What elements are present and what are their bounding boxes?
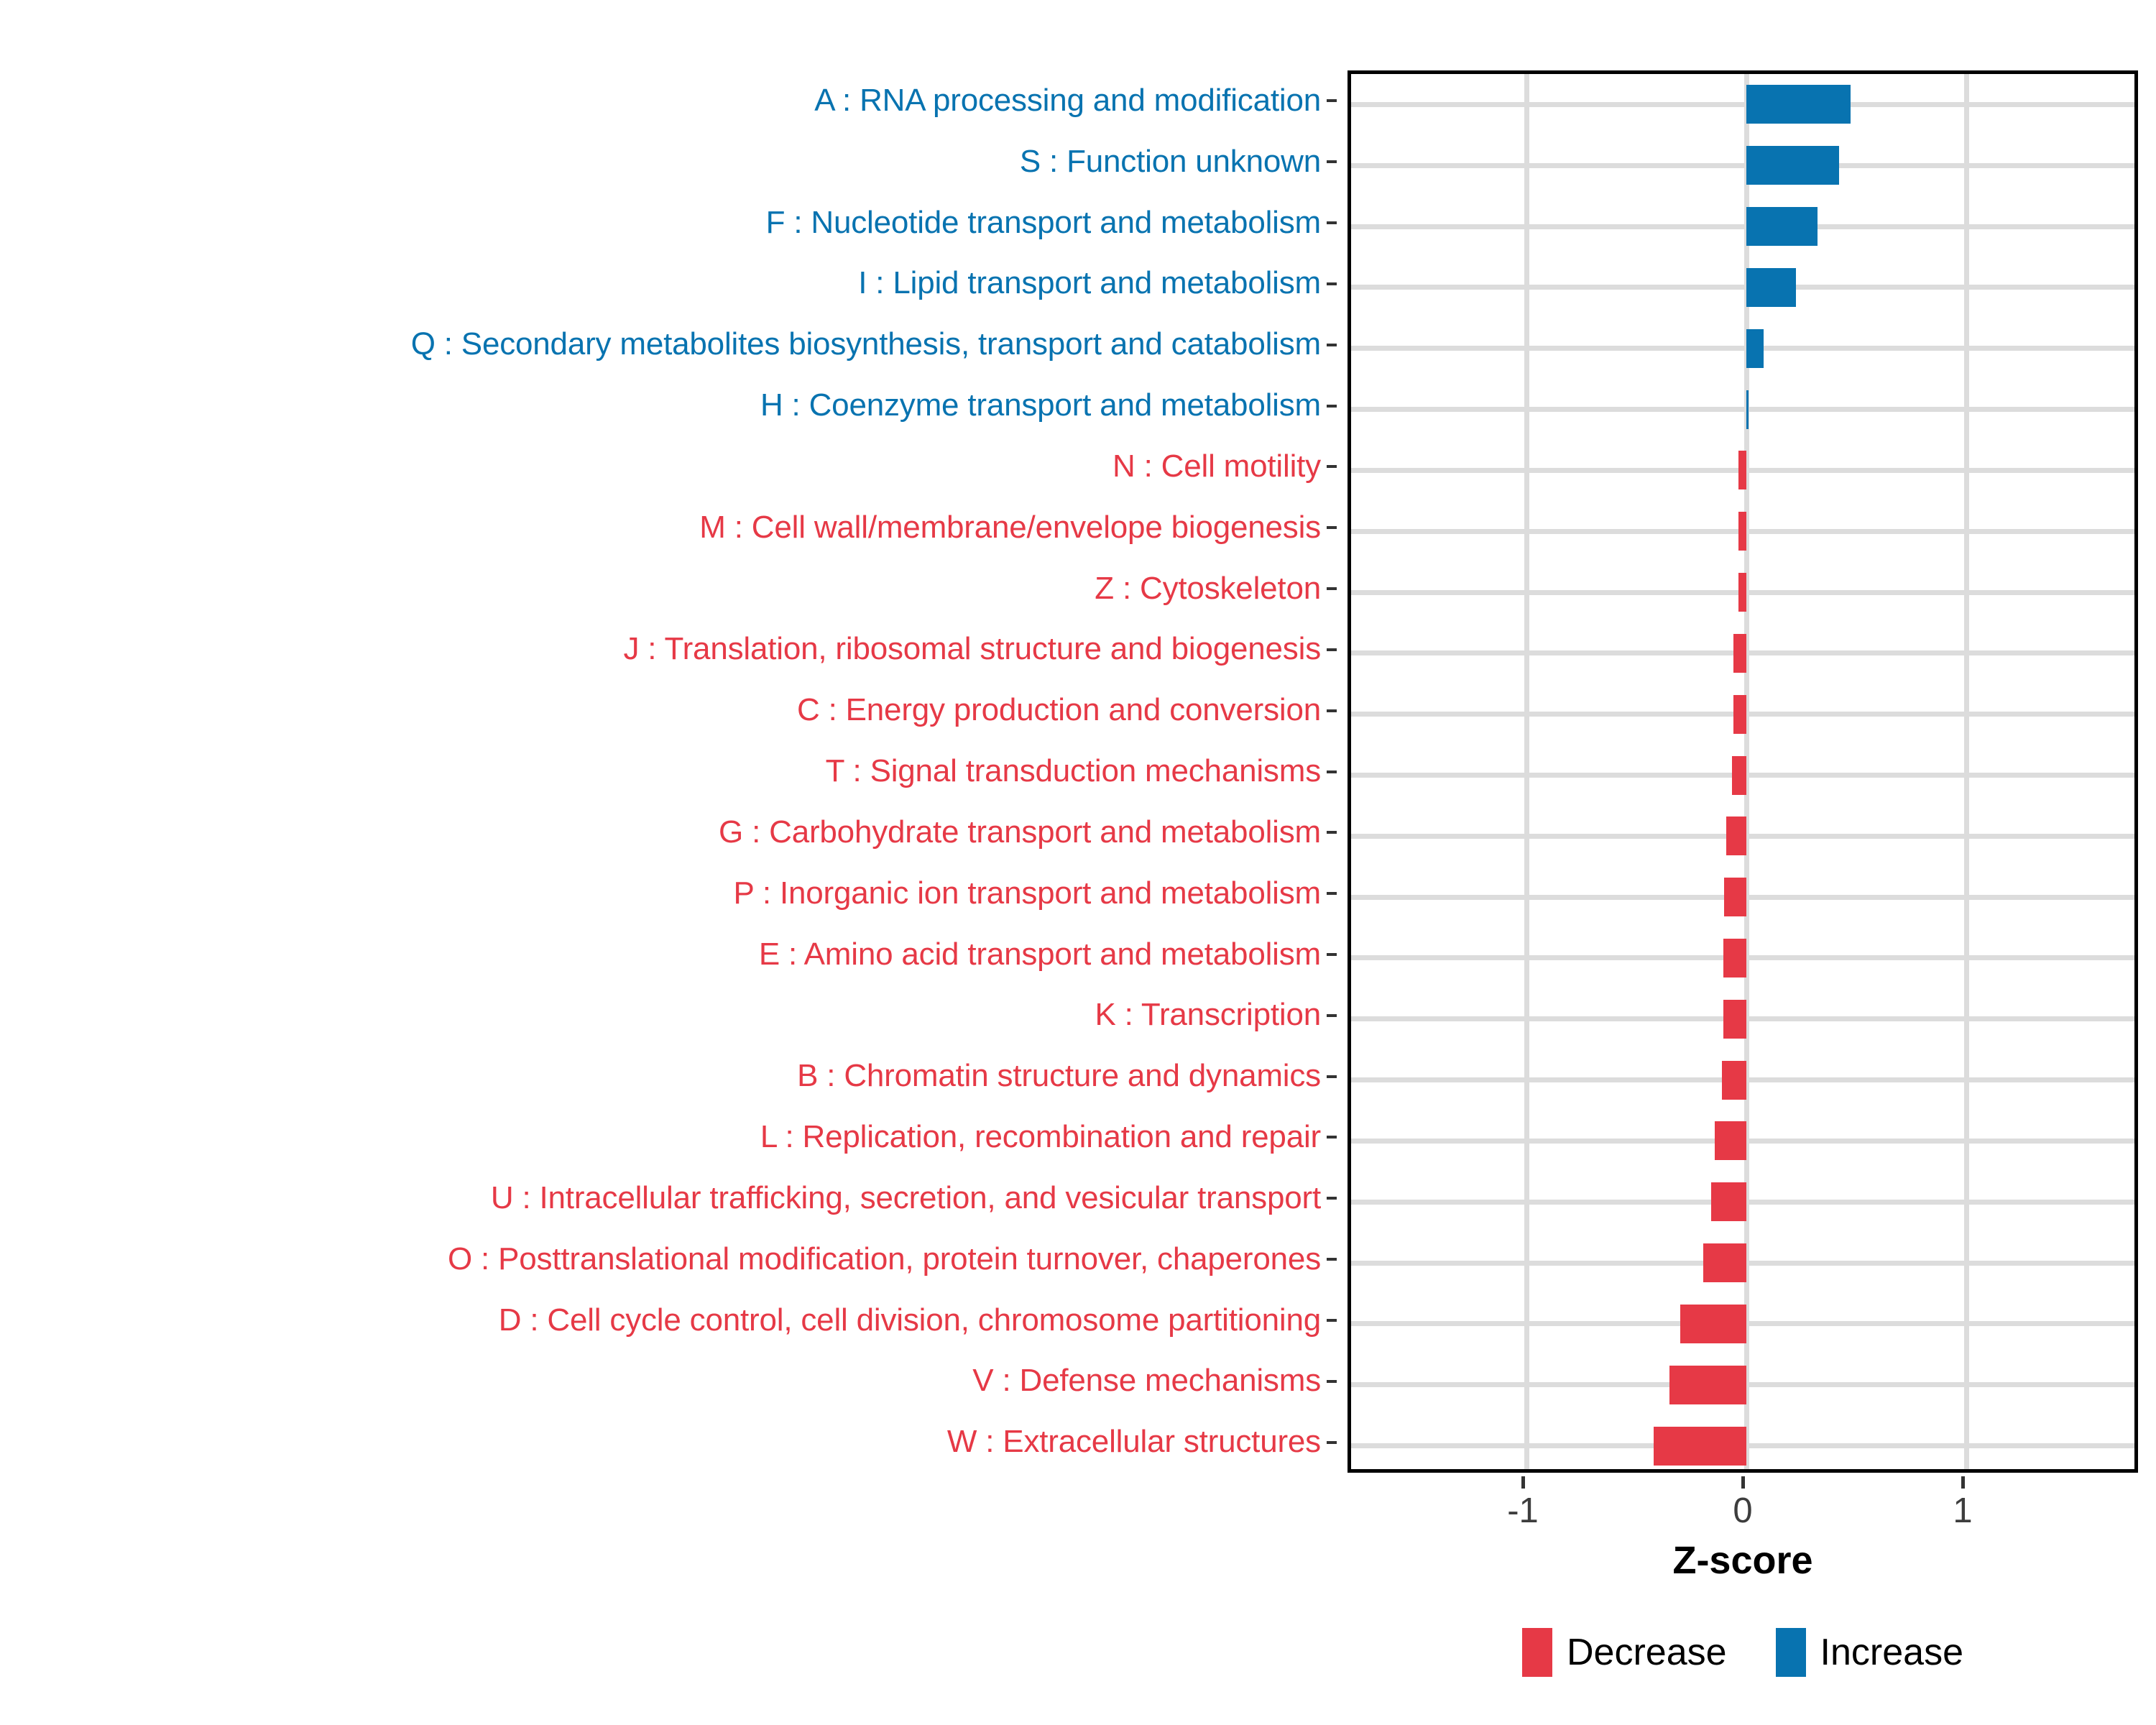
y-axis-label: W : Extracellular structures <box>946 1424 1321 1460</box>
y-axis-label: B : Chromatin structure and dynamics <box>797 1058 1321 1094</box>
bar[interactable] <box>1738 512 1746 551</box>
y-axis-label: I : Lipid transport and metabolism <box>858 265 1321 301</box>
chart-legend: Decrease Increase <box>1348 1628 2138 1677</box>
bar[interactable] <box>1724 878 1746 917</box>
y-axis-tick <box>1327 587 1337 591</box>
y-axis-label: Z : Cytoskeleton <box>1095 570 1321 606</box>
x-axis-tick <box>1521 1476 1525 1489</box>
bar[interactable] <box>1723 999 1746 1039</box>
y-axis-label: D : Cell cycle control, cell division, c… <box>498 1302 1321 1338</box>
bar[interactable] <box>1723 938 1746 978</box>
x-axis-tick-label: -1 <box>1507 1491 1539 1530</box>
y-axis-label: F : Nucleotide transport and metabolism <box>765 204 1322 240</box>
y-axis-label: T : Signal transduction mechanisms <box>825 753 1322 789</box>
y-axis-label-group: A : RNA processing and modification S : F… <box>0 70 1337 1473</box>
grid-line-horizontal <box>1351 285 2134 290</box>
y-axis-label: Q : Secondary metabolites biosynthesis, … <box>410 326 1321 362</box>
plot-panel <box>1348 70 2138 1473</box>
bar[interactable] <box>1722 1060 1746 1100</box>
bar[interactable] <box>1654 1426 1746 1466</box>
y-axis-tick <box>1327 648 1337 651</box>
grid-line-vertical <box>1743 74 1749 1469</box>
bar[interactable] <box>1746 146 1839 185</box>
y-axis-tick <box>1327 1197 1337 1200</box>
x-axis-tick-label: 0 <box>1733 1491 1753 1530</box>
y-axis-label: H : Coenzyme transport and metabolism <box>760 387 1321 423</box>
bar[interactable] <box>1669 1365 1746 1404</box>
y-axis-tick <box>1327 160 1337 164</box>
bar[interactable] <box>1703 1243 1746 1283</box>
grid-line-vertical <box>1963 74 1969 1469</box>
y-axis-tick <box>1327 892 1337 896</box>
y-axis-label: E : Amino acid transport and metabolism <box>758 936 1321 972</box>
bar[interactable] <box>1738 451 1746 490</box>
y-axis-label: K : Transcription <box>1095 997 1321 1033</box>
y-axis-label: M : Cell wall/membrane/envelope biogenes… <box>699 509 1321 545</box>
y-axis-tick <box>1327 1440 1337 1444</box>
y-axis-label: V : Defense mechanisms <box>972 1363 1321 1399</box>
y-axis-tick <box>1327 404 1337 408</box>
y-axis-tick <box>1327 1379 1337 1383</box>
y-axis-label: A : RNA processing and modification <box>814 83 1321 118</box>
grid-line-horizontal <box>1351 224 2134 229</box>
legend-label: Increase <box>1820 1632 1963 1673</box>
y-axis-tick <box>1327 465 1337 469</box>
x-axis-tick-label: 1 <box>1953 1491 1973 1530</box>
y-axis-label: O : Posttranslational modification, prot… <box>448 1241 1321 1276</box>
legend-swatch-decrease <box>1521 1628 1552 1677</box>
bar[interactable] <box>1680 1304 1746 1343</box>
y-axis-tick <box>1327 99 1337 103</box>
bar[interactable] <box>1746 207 1818 247</box>
bar[interactable] <box>1746 85 1851 124</box>
x-axis-tick <box>1961 1476 1965 1489</box>
y-axis-tick <box>1327 1075 1337 1078</box>
bar[interactable] <box>1746 267 1796 307</box>
y-axis-tick <box>1327 831 1337 834</box>
bar[interactable] <box>1711 1182 1746 1222</box>
bar[interactable] <box>1738 573 1746 612</box>
legend-item[interactable]: Decrease <box>1521 1628 1727 1677</box>
y-axis-tick <box>1327 526 1337 530</box>
y-axis-tick <box>1327 709 1337 712</box>
bar[interactable] <box>1714 1121 1746 1161</box>
y-axis-label: P : Inorganic ion transport and metaboli… <box>733 875 1322 911</box>
y-axis-tick <box>1327 221 1337 225</box>
y-axis-tick <box>1327 952 1337 956</box>
y-axis-tick <box>1327 1258 1337 1261</box>
y-axis-label: G : Carbohydrate transport and metabolis… <box>719 814 1321 850</box>
y-axis-label: C : Energy production and conversion <box>796 692 1321 728</box>
x-axis-tick <box>1741 1476 1745 1489</box>
bar[interactable] <box>1733 694 1746 734</box>
grid-line-horizontal <box>1351 346 2134 351</box>
y-axis-tick <box>1327 1136 1337 1139</box>
y-axis-label: N : Cell motility <box>1112 448 1321 484</box>
bar[interactable] <box>1733 633 1746 673</box>
bar[interactable] <box>1726 816 1746 856</box>
legend-label: Decrease <box>1566 1632 1727 1673</box>
x-axis-title: Z-score <box>1672 1539 1813 1582</box>
y-axis-label: U : Intracellular trafficking, secretion… <box>490 1179 1321 1215</box>
plot-area <box>1351 74 2134 1469</box>
grid-line-horizontal <box>1351 101 2134 107</box>
grid-line-horizontal <box>1351 407 2134 413</box>
y-axis-tick <box>1327 770 1337 773</box>
y-axis-label: L : Replication, recombination and repai… <box>760 1119 1321 1155</box>
legend-swatch-increase <box>1775 1628 1806 1677</box>
legend-item[interactable]: Increase <box>1775 1628 1963 1677</box>
y-axis-label: J : Translation, ribosomal structure and… <box>623 631 1321 667</box>
bar[interactable] <box>1746 328 1764 368</box>
y-axis-tick <box>1327 1013 1337 1017</box>
bar[interactable] <box>1746 390 1749 429</box>
y-axis-label: S : Function unknown <box>1019 143 1321 179</box>
y-axis-tick <box>1327 282 1337 285</box>
bar[interactable] <box>1732 755 1746 795</box>
grid-line-vertical <box>1524 74 1529 1469</box>
y-axis-tick <box>1327 343 1337 346</box>
grid-line-horizontal <box>1351 162 2134 168</box>
y-axis-tick <box>1327 1318 1337 1322</box>
